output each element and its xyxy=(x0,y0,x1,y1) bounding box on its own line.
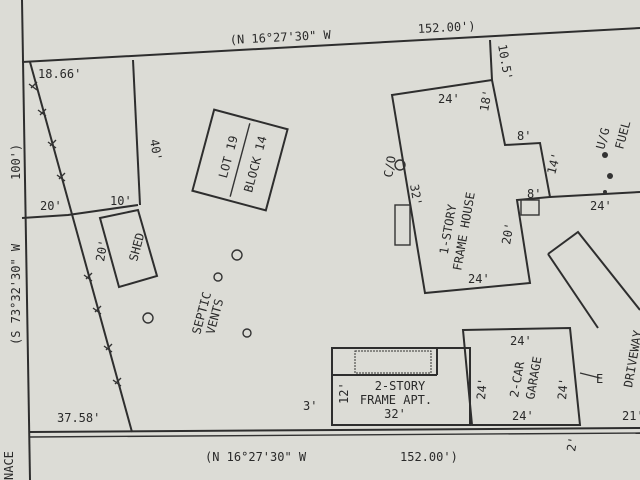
shed-outline xyxy=(98,208,159,289)
dim-right-21: 21' xyxy=(622,409,640,423)
driveway-edge-2 xyxy=(547,253,599,329)
house-steps-left xyxy=(394,204,411,246)
line-20-10 xyxy=(21,204,139,219)
dim-garage-right: 24' xyxy=(555,377,571,400)
dim-garage-bottom: 24' xyxy=(512,409,534,423)
driveway-edge xyxy=(547,230,640,311)
dim-bottom-2: 2' xyxy=(564,436,580,453)
line-40 xyxy=(132,59,141,206)
apartment-label-2: FRAME APT. xyxy=(360,393,432,407)
cleanout-icon xyxy=(394,159,406,171)
septic-vent-icons xyxy=(142,249,252,338)
dim-40: 40' xyxy=(147,138,165,162)
house-setback-line xyxy=(489,39,493,81)
dim-house-8: 8' xyxy=(517,129,531,143)
electric-meter-line xyxy=(579,372,601,379)
dim-house-20: 20' xyxy=(499,222,517,246)
fence-line xyxy=(29,61,133,433)
garage-label-1: 2-CAR xyxy=(507,360,527,399)
house-side-line xyxy=(549,191,640,198)
left-distance: 100') xyxy=(9,144,23,180)
dim-apt-12: 12' xyxy=(337,382,351,404)
house-steps-right xyxy=(520,199,540,216)
dim-shed-20: 20' xyxy=(93,239,111,263)
dim-setback: 10.5' xyxy=(495,43,515,81)
dim-house-8-step: 8' xyxy=(527,187,541,201)
dim-20: 20' xyxy=(40,199,62,213)
apartment-label-1: 2-STORY xyxy=(375,379,426,393)
street-name-fragment: NACE xyxy=(2,451,16,480)
dim-apt-32: 32' xyxy=(384,407,406,421)
dim-10: 10' xyxy=(110,194,132,208)
dim-house-bottom: 24' xyxy=(468,272,490,286)
dim-house-32: 32' xyxy=(407,183,425,207)
top-distance: 152.00') xyxy=(417,19,475,36)
dim-house-14: 14' xyxy=(544,151,563,176)
dim-house-18: 18' xyxy=(477,89,495,113)
dim-house-side-24: 24' xyxy=(590,199,612,213)
dim-garage-left: 24' xyxy=(474,377,490,400)
bottom-bearing: (N 16°27'30" W xyxy=(205,450,307,464)
dim-apt-3: 3' xyxy=(303,399,317,413)
dim-top-left: 18.66' xyxy=(38,67,81,81)
fuel-tank-icons xyxy=(602,152,613,194)
top-boundary-line xyxy=(21,27,640,63)
fuel-label-1: U/G xyxy=(593,126,612,151)
electric-meter-label: E xyxy=(596,372,603,386)
bottom-boundary-line-2 xyxy=(29,432,640,438)
left-boundary-line xyxy=(21,0,31,480)
apartment-stairs-hatch xyxy=(354,350,432,374)
dim-house-top: 24' xyxy=(438,92,460,106)
dim-garage-top: 24' xyxy=(510,334,532,348)
cleanout-label: C/O xyxy=(381,155,399,179)
fence-marks xyxy=(28,81,122,387)
left-bearing: (S 73°32'30" W xyxy=(9,243,23,345)
dim-bottom-left: 37.58' xyxy=(57,411,100,425)
bottom-distance: 152.00') xyxy=(400,450,458,464)
apartment-outline xyxy=(331,347,471,426)
top-bearing: (N 16°27'30" W xyxy=(229,28,332,47)
